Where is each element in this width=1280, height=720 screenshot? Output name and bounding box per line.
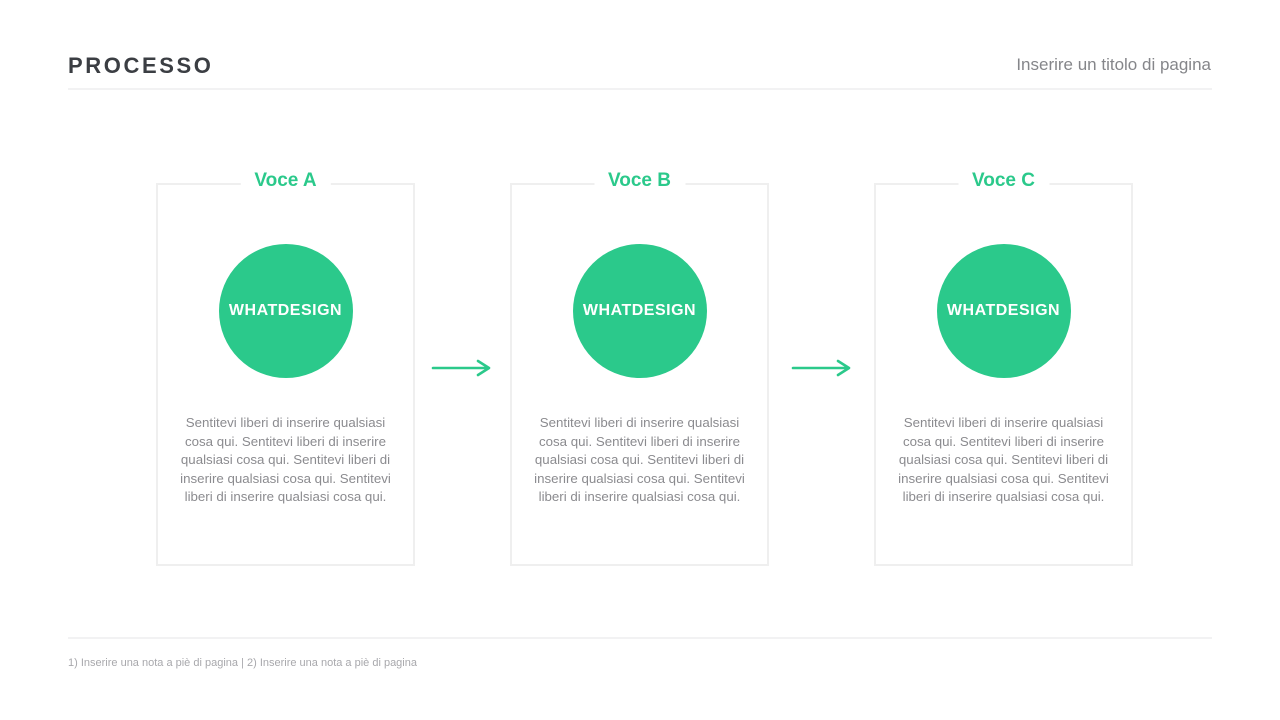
page-title-placeholder: Inserire un titolo di pagina (1016, 55, 1211, 74)
footnote: 1) Inserire una nota a piè di pagina | 2… (68, 657, 417, 669)
card-a-circle: WHATDESIGN (218, 244, 353, 378)
process-card-c: Voce C WHATDESIGN Sentitevi liberi di in… (874, 170, 1133, 566)
arrow-right-icon (791, 356, 853, 380)
process-card-a: Voce A WHATDESIGN Sentitevi liberi di in… (156, 170, 415, 566)
card-c-label: Voce C (957, 170, 1050, 192)
card-c-circle: WHATDESIGN (936, 244, 1071, 378)
footer-divider (68, 637, 1212, 639)
card-c-circle-text: WHATDESIGN (946, 302, 1061, 319)
card-b-label: Voce B (593, 170, 686, 192)
process-card-b: Voce B WHATDESIGN Sentitevi liberi di in… (510, 170, 769, 566)
arrow-right-icon (431, 356, 493, 380)
card-b-circle-text: WHATDESIGN (582, 302, 697, 319)
card-c-body-text: Sentitevi liberi di inserire qualsiasi c… (898, 415, 1109, 505)
card-b-body-text: Sentitevi liberi di inserire qualsiasi c… (534, 415, 745, 505)
slide-title: PROCESSO (68, 53, 214, 78)
header-divider (68, 88, 1212, 90)
card-a-label: Voce A (240, 170, 331, 192)
card-a-body-text: Sentitevi liberi di inserire qualsiasi c… (180, 415, 391, 505)
card-b-circle: WHATDESIGN (572, 244, 707, 378)
card-a-circle-text: WHATDESIGN (228, 302, 343, 319)
